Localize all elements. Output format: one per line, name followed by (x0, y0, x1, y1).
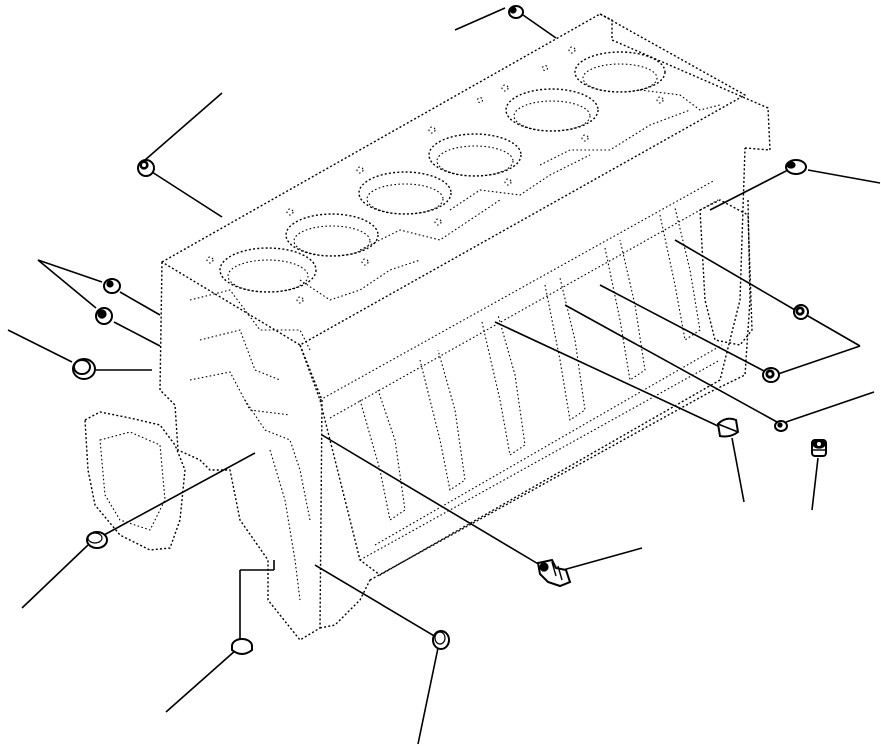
plug-icon (95, 307, 113, 325)
sensor-icon (536, 558, 572, 588)
cylinder-bore-3 (358, 171, 452, 215)
plug-icon (508, 5, 524, 19)
cup-plug-icon (86, 531, 108, 549)
block-top-deck (161, 13, 746, 346)
block-deck-details (189, 89, 721, 601)
plug-icon (785, 159, 807, 175)
plug-icon (793, 304, 809, 320)
cylinder-bore-1 (219, 247, 317, 293)
plug-icon (762, 367, 780, 383)
cup-plug-icon (716, 417, 740, 438)
block-front-flange (84, 411, 186, 551)
block-side-skirt (299, 147, 746, 576)
block-rear-flange (699, 199, 753, 346)
cup-plug-icon (231, 638, 253, 655)
cylinder-bore-4 (428, 133, 522, 177)
engine-block (84, 13, 771, 641)
cylinder-bores (219, 51, 666, 293)
bolt-icon (811, 439, 827, 457)
cylinder-bore-5 (505, 88, 599, 132)
cup-plug-icon (72, 358, 96, 380)
block-pan-rail (319, 199, 751, 629)
block-side-ribs (319, 179, 723, 561)
plug-icon (103, 278, 121, 294)
parts (72, 5, 827, 655)
cylinder-bore-2 (285, 213, 379, 257)
block-rear-edge (599, 13, 771, 151)
plug-icon (137, 159, 155, 177)
deck-bolt-holes (206, 46, 664, 304)
cup-plug-icon (432, 630, 450, 650)
block-front-face (159, 261, 323, 641)
plug-icon (774, 420, 788, 432)
leader-lines (7, 7, 881, 745)
cylinder-bore-6 (574, 51, 666, 93)
